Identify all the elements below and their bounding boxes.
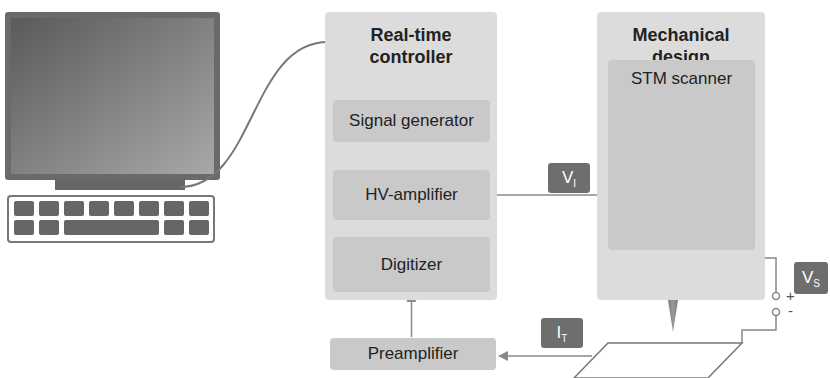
signal-name: VS [802, 268, 820, 289]
controller-panel: Real-time controllerSignal generatorHV-a… [325, 12, 497, 300]
signal-arrow [491, 194, 607, 196]
mechanical-panel: Mechanical designSTM scanner [597, 12, 765, 300]
box-label: Preamplifier [368, 344, 459, 364]
terminal-sign: - [788, 303, 793, 318]
signal-tag: VS [794, 262, 828, 294]
box-label: HV-amplifier [365, 185, 458, 205]
box-label: Digitizer [381, 255, 442, 275]
process-box: HV-amplifier [333, 170, 490, 220]
keyboard [8, 196, 214, 242]
terminal-sign: + [786, 288, 795, 303]
monitor-screen [11, 18, 214, 174]
signal-tag: IT [541, 318, 583, 348]
signal-symbol: V [802, 268, 813, 287]
monitor-stand [55, 180, 185, 190]
terminal [773, 293, 780, 300]
box-label: Signal generator [349, 111, 474, 131]
sample [574, 343, 742, 378]
terminal [773, 309, 780, 316]
process-box: Digitizer [333, 237, 490, 292]
process-box: Preamplifier [330, 338, 496, 370]
panel-title: Real-time controller [344, 24, 479, 68]
bias-wire [742, 316, 776, 343]
signal-symbol: I [557, 323, 562, 342]
monitor [5, 12, 220, 180]
box-label: STM scanner [631, 68, 732, 89]
scanner-box: STM scanner [608, 60, 755, 250]
current-wire [499, 355, 592, 357]
process-box: Signal generator [333, 100, 490, 142]
signal-subscript: I [573, 178, 576, 189]
signal-subscript: S [813, 278, 820, 289]
signal-tag: VI [548, 163, 590, 193]
cable [180, 42, 328, 187]
signal-name: IT [557, 323, 568, 344]
signal-symbol: V [562, 168, 573, 187]
signal-name: VI [562, 168, 576, 189]
signal-subscript: T [561, 333, 567, 344]
keyboard-keys [14, 201, 209, 235]
